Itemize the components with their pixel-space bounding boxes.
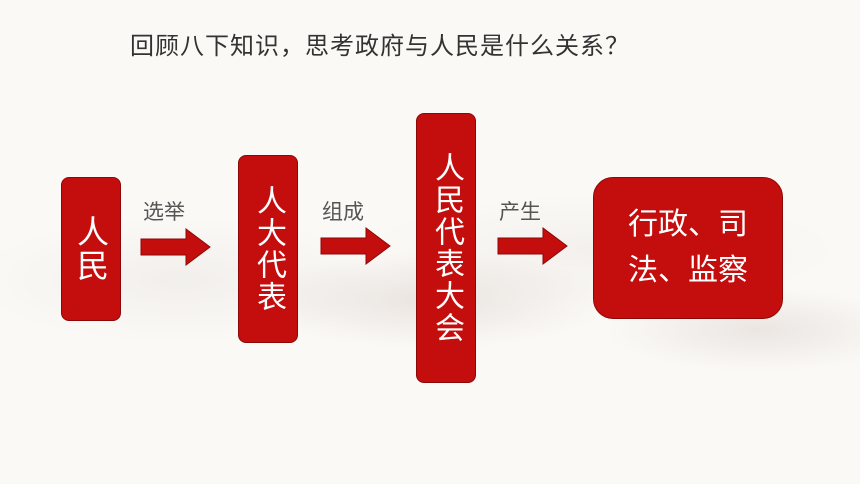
box-deputies-text: 人大代表 <box>251 185 286 313</box>
label-compose: 组成 <box>322 200 364 224</box>
arrow-right-icon <box>140 228 211 266</box>
box-congress: 人民代表大会 <box>416 113 476 383</box>
arrow-right-icon <box>497 227 568 265</box>
box-people: 人民 <box>61 177 121 321</box>
box-organs-text: 行政、司法、监察 <box>628 207 748 288</box>
box-people-text: 人民 <box>72 215 110 283</box>
label-elect: 选举 <box>143 200 185 224</box>
box-congress-text: 人民代表大会 <box>429 152 464 344</box>
label-produce: 产生 <box>499 200 541 224</box>
box-deputies: 人大代表 <box>238 155 298 343</box>
question-title: 回顾八下知识，思考政府与人民是什么关系？ <box>130 32 630 60</box>
arrow-right-icon <box>320 227 391 265</box>
box-organs: 行政、司法、监察 <box>593 177 783 319</box>
